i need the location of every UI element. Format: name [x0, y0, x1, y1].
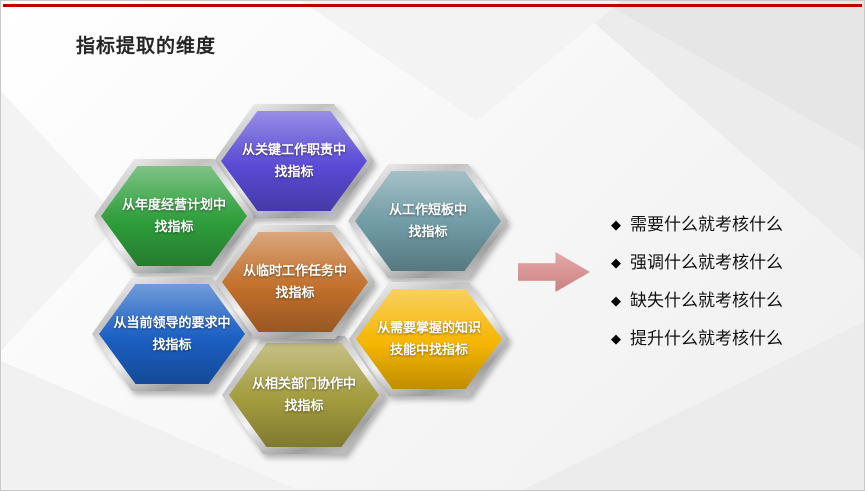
list-item: ◆ 缺失什么就考核什么	[611, 289, 783, 313]
hexagon-label: 从年度经营计划中 找指标	[101, 166, 247, 266]
hexagon-label-line: 从相关部门协作中	[251, 376, 356, 391]
bullet-text: 需要什么就考核什么	[630, 215, 783, 234]
hexagon-label-line: 找指标	[408, 224, 448, 239]
hexagon-temporary-work-tasks: 从临时工作任务中 找指标	[215, 225, 375, 339]
hexagon-label-line: 从工作短板中	[388, 202, 467, 217]
hexagon-label-line: 找指标	[275, 285, 315, 300]
hexagon-label: 从当前领导的要求中 找指标	[99, 284, 245, 384]
hexagon-label-line: 找指标	[154, 219, 194, 234]
hexagon-required-knowledge-skills: 从需要掌握的知识 技能中找指标	[349, 282, 509, 396]
bullet-list: ◆ 需要什么就考核什么 ◆ 强调什么就考核什么 ◆ 缺失什么就考核什么 ◆ 提升…	[611, 213, 783, 351]
hexagon-label: 从相关部门协作中 找指标	[229, 343, 379, 447]
hexagon-label-line: 从临时工作任务中	[242, 263, 347, 278]
bullet-text: 缺失什么就考核什么	[630, 291, 783, 310]
diamond-bullet-icon: ◆	[611, 255, 621, 270]
list-item: ◆ 强调什么就考核什么	[611, 251, 783, 275]
hexagon-frame: 从临时工作任务中 找指标	[215, 225, 375, 339]
hexagon-fill: 从相关部门协作中 找指标	[229, 343, 379, 447]
page-title: 指标提取的维度	[76, 36, 217, 57]
list-item: ◆ 提升什么就考核什么	[611, 327, 783, 351]
hexagon-label-line: 从关键工作职责中	[241, 142, 346, 157]
diamond-bullet-icon: ◆	[611, 331, 621, 346]
bg-polygon	[601, 1, 864, 151]
hexagon-label-line: 从当前领导的要求中	[113, 315, 231, 330]
list-item: ◆ 需要什么就考核什么	[611, 213, 783, 237]
right-arrow-icon	[518, 252, 590, 292]
hexagon-label: 从关键工作职责中 找指标	[221, 111, 367, 211]
hexagon-label-line: 技能中找指标	[389, 342, 468, 357]
accent-line	[3, 4, 862, 7]
diamond-bullet-icon: ◆	[611, 293, 621, 308]
hexagon-work-shortcomings: 从工作短板中 找指标	[348, 164, 508, 278]
hexagon-fill: 从需要掌握的知识 技能中找指标	[356, 289, 502, 389]
hexagon-label-line: 从年度经营计划中	[121, 197, 226, 212]
hexagon-fill: 从临时工作任务中 找指标	[222, 232, 368, 332]
hexagon-label: 从需要掌握的知识 技能中找指标	[356, 289, 502, 389]
bullet-text: 强调什么就考核什么	[630, 253, 783, 272]
hexagon-fill: 从工作短板中 找指标	[355, 171, 501, 271]
bullet-text: 提升什么就考核什么	[630, 329, 783, 348]
hexagon-label-line: 从需要掌握的知识	[376, 320, 481, 335]
hexagon-frame: 从相关部门协作中 找指标	[222, 336, 386, 454]
diamond-bullet-icon: ◆	[611, 217, 621, 232]
hexagon-label: 从临时工作任务中 找指标	[222, 232, 368, 332]
hexagon-label-line: 找指标	[274, 164, 314, 179]
hexagon-label-line: 找指标	[284, 398, 324, 413]
hexagon-related-dept-collaboration: 从相关部门协作中 找指标	[222, 336, 386, 454]
bg-polygon	[301, 1, 621, 121]
hexagon-label-line: 找指标	[152, 337, 192, 352]
hexagon-label: 从工作短板中 找指标	[355, 171, 501, 271]
